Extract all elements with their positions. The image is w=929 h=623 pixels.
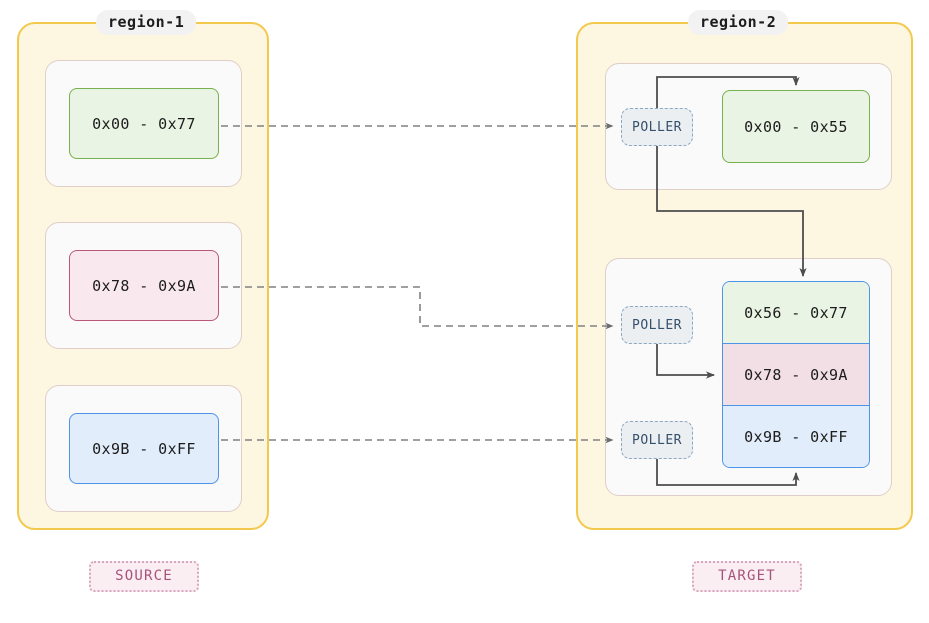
region-2-label: region-2 xyxy=(688,10,789,35)
poller-node-1[interactable]: POLLER xyxy=(621,108,693,146)
source-block-0x78-0x9A[interactable]: 0x78 - 0x9A xyxy=(69,250,219,321)
target-segment-0x9B-0xFF[interactable]: 0x9B - 0xFF xyxy=(723,406,869,467)
target-badge: TARGET xyxy=(692,561,802,592)
source-badge: SOURCE xyxy=(89,561,199,592)
target-segment-0x56-0x77[interactable]: 0x56 - 0x77 xyxy=(723,282,869,344)
region-1-label: region-1 xyxy=(96,10,197,35)
poller-node-2[interactable]: POLLER xyxy=(621,306,693,344)
source-block-0x00-0x77[interactable]: 0x00 - 0x77 xyxy=(69,88,219,159)
edge-src2-to-poller2 xyxy=(221,286,614,330)
source-block-0x9B-0xFF[interactable]: 0x9B - 0xFF xyxy=(69,413,219,484)
target-segment-0x78-0x9A[interactable]: 0x78 - 0x9A xyxy=(723,344,869,406)
poller-node-3[interactable]: POLLER xyxy=(621,421,693,459)
target-block-0x00-0x55[interactable]: 0x00 - 0x55 xyxy=(722,90,870,163)
target-stacked-block: 0x56 - 0x77 0x78 - 0x9A 0x9B - 0xFF xyxy=(722,281,870,468)
